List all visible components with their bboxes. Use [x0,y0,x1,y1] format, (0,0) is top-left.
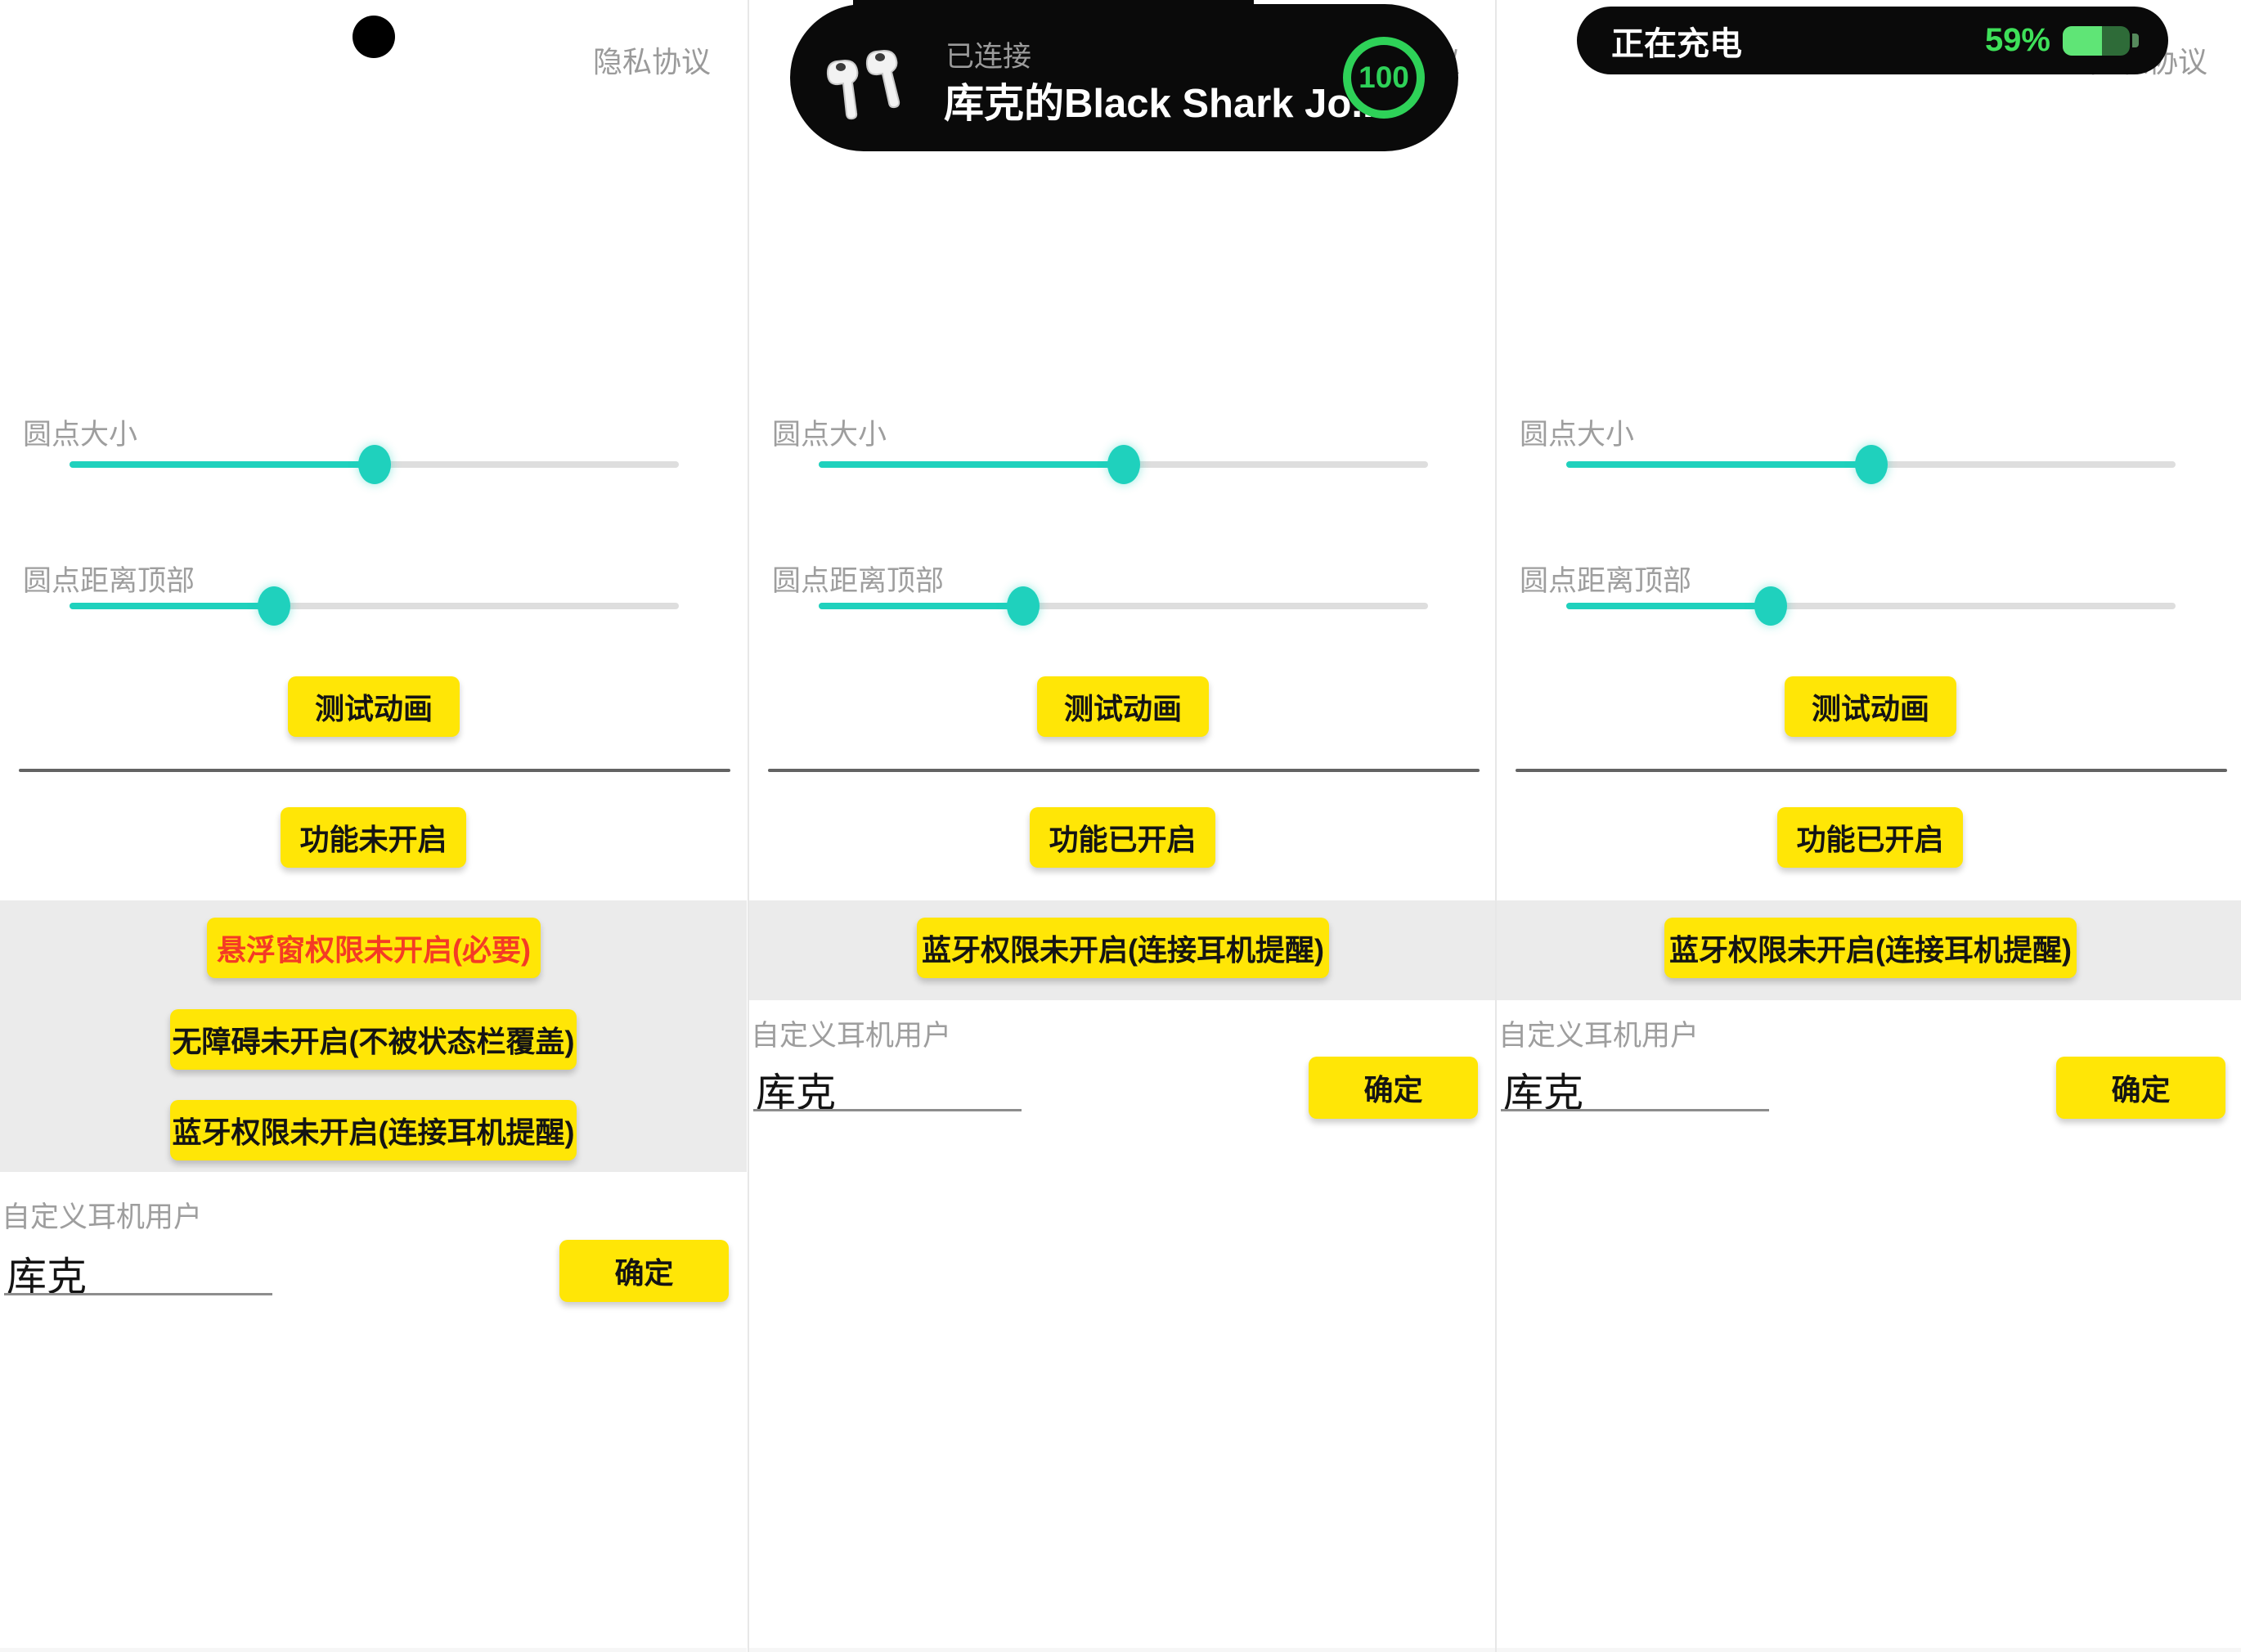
dynamic-island-charging[interactable]: 正在充电 59% [1577,7,2168,74]
bluetooth-permission-button[interactable]: 蓝牙权限未开启(连接耳机提醒) [1664,918,2077,978]
test-animation-button[interactable]: 测试动画 [288,676,460,737]
accessibility-permission-button[interactable]: 无障碍未开启(不被状态栏覆盖) [170,1009,577,1070]
slider-fill [70,603,274,609]
headphone-battery-value: 100 [1359,61,1409,94]
feature-toggle-button[interactable]: 功能未开启 [281,807,466,868]
bluetooth-permission-button[interactable]: 蓝牙权限未开启(连接耳机提醒) [917,918,1329,978]
feature-toggle-button[interactable]: 功能已开启 [1777,807,1963,868]
dot-size-slider[interactable] [819,445,1428,484]
slider-fill [1566,603,1771,609]
feature-toggle-button[interactable]: 功能已开启 [1030,807,1215,868]
test-animation-button[interactable]: 测试动画 [1785,676,1956,737]
dot-top-offset-slider[interactable] [70,586,679,626]
charging-status-text: 正在充电 [1611,25,1742,62]
battery-cap [2132,34,2139,47]
section-divider [1516,769,2227,772]
headset-user-label: 自定义耳机用户 [1498,1020,1700,1052]
section-divider [19,769,730,772]
slider-thumb[interactable] [1854,445,1888,484]
input-underline [1501,1109,1769,1111]
dot-size-slider[interactable] [1566,445,2176,484]
headset-user-label: 自定义耳机用户 [751,1020,952,1052]
headset-user-input[interactable]: 库克 [756,1071,837,1116]
dot-top-offset-label: 圆点距离顶部 [23,565,195,597]
confirm-button[interactable]: 确定 [1309,1057,1478,1119]
overlay-permission-button[interactable]: 悬浮窗权限未开启(必要) [207,918,541,978]
screen-bottom-edge [1497,1648,2241,1652]
input-underline [4,1293,272,1295]
dot-size-label: 圆点大小 [23,419,138,451]
floating-dot-island[interactable] [353,16,395,58]
confirm-button[interactable]: 确定 [559,1240,729,1302]
dot-top-offset-label: 圆点距离顶部 [1520,565,1692,597]
test-animation-button[interactable]: 测试动画 [1037,676,1209,737]
battery-body [2063,25,2130,56]
island-device-name: 库克的Black Shark Jo... [944,82,1385,126]
slider-thumb[interactable] [1107,445,1140,484]
screenshot-panel-dot-idle: 隐私协议 圆点大小 圆点距离顶部 测试动画 功能未开启 悬浮窗权限未开启(必要)… [0,0,747,1652]
headset-user-input[interactable]: 库克 [1503,1071,1584,1116]
section-divider [768,769,1480,772]
slider-thumb[interactable] [257,586,290,626]
headset-user-label: 自定义耳机用户 [2,1201,203,1233]
battery-icon [2063,25,2139,56]
slider-thumb[interactable] [357,445,391,484]
slider-fill [819,603,1023,609]
dot-size-label: 圆点大小 [1520,419,1635,451]
screen-bottom-edge [749,1648,1496,1652]
screenshot-panel-headphones-connected: 隐私协议 已连接 库克的Black Shark Jo... 100 圆点大小 圆… [748,0,1496,1652]
slider-fill [819,461,1124,468]
headset-user-input[interactable]: 库克 [7,1255,88,1300]
headphone-battery-ring: 100 [1343,37,1425,119]
slider-fill [1566,461,1871,468]
dot-top-offset-label: 圆点距离顶部 [772,565,945,597]
charging-percent-text: 59% [1984,22,2050,58]
airpods-icon [826,49,900,120]
slider-thumb[interactable] [1006,586,1040,626]
screenshot-panel-charging: 隐私协议 正在充电 59% 圆点大小 圆点距离顶部 测试动画 功能已开启 蓝牙权… [1495,0,2241,1652]
island-status-text: 已连接 [945,41,1032,73]
dot-size-label: 圆点大小 [772,419,887,451]
input-underline [753,1109,1022,1111]
confirm-button[interactable]: 确定 [2056,1057,2225,1119]
dot-top-offset-slider[interactable] [1566,586,2176,626]
bluetooth-permission-button[interactable]: 蓝牙权限未开启(连接耳机提醒) [170,1100,577,1160]
slider-thumb[interactable] [1754,586,1787,626]
dynamic-island-headphones[interactable]: 已连接 库克的Black Shark Jo... 100 [790,4,1458,151]
screen-bottom-edge [0,1648,747,1652]
dot-top-offset-slider[interactable] [819,586,1428,626]
slider-fill [70,461,375,468]
battery-fill [2063,25,2103,56]
dot-size-slider[interactable] [70,445,679,484]
privacy-policy-link[interactable]: 隐私协议 [592,45,711,79]
